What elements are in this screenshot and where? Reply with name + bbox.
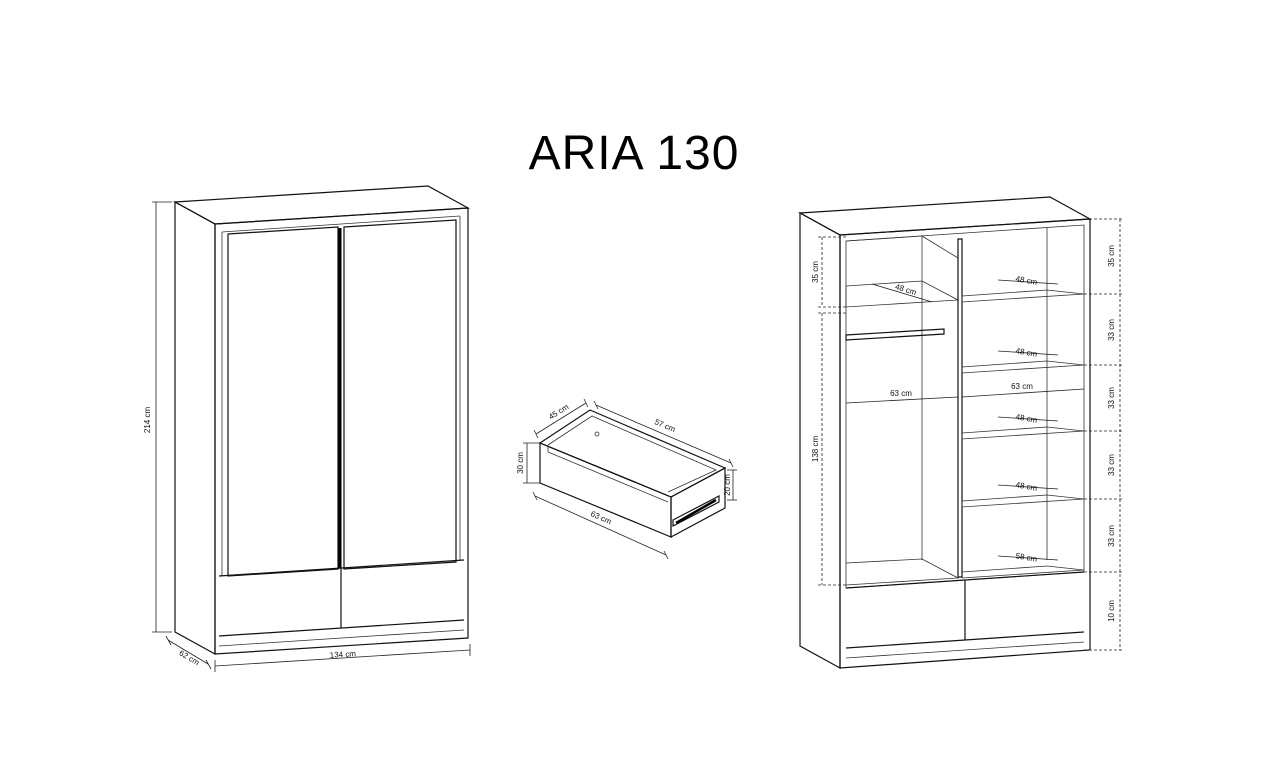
closed-height-label: 214 cm: [143, 407, 152, 434]
left-main-label: 138 cm: [811, 436, 820, 463]
side-face: [174, 200, 216, 656]
drawer-length-label: 57 cm: [653, 417, 677, 434]
right-width-label: 63 cm: [1011, 382, 1033, 391]
right-height-6: 10 cm: [1107, 600, 1116, 622]
drawer-diagram: 45 cm 57 cm 30 cm 20 cm 63 cm: [516, 398, 737, 560]
drawer-rim: [538, 409, 727, 498]
drawer-depth-label: 45 cm: [547, 402, 571, 421]
closed-width-label: 134 cm: [329, 649, 356, 660]
shelf-depth-3: 48 cm: [1015, 412, 1038, 425]
drawer-side: [670, 466, 726, 539]
right-shelf-1: [961, 289, 1085, 303]
product-title: ARIA 130: [528, 127, 740, 180]
right-shelf-3: [961, 426, 1085, 440]
front-face: [214, 207, 469, 655]
drawer-fixing-hole: [594, 431, 600, 437]
closed-wardrobe: 214 cm 62 cm 134 cm: [143, 185, 471, 672]
drawer-inner-height-label: 20 cm: [723, 474, 732, 496]
shelf-depth-2: 48 cm: [1015, 346, 1038, 359]
open-wardrobe: 35 cm 138 cm 48 cm 63 cm 63 cm 48 cm 48 …: [797, 196, 1124, 670]
right-height-4: 33 cm: [1107, 454, 1116, 476]
left-shelf: [845, 280, 960, 308]
right-door: [343, 219, 457, 570]
hanging-rail: [845, 328, 945, 341]
right-height-2: 33 cm: [1107, 319, 1116, 341]
shelf-depth-4: 48 cm: [1015, 480, 1038, 493]
drawer-runner: [672, 495, 720, 527]
shelf-depth-1: 48 cm: [1015, 274, 1038, 287]
center-divider: [957, 238, 963, 578]
right-height-1: 35 cm: [1107, 245, 1116, 267]
right-shelf-4: [961, 494, 1085, 508]
right-height-5: 33 cm: [1107, 525, 1116, 547]
left-shelf-label: 48 cm: [894, 282, 918, 297]
left-door: [227, 226, 339, 577]
left-top-label: 35 cm: [811, 261, 820, 283]
shelf-depth-5: 58 cm: [1015, 551, 1038, 564]
right-height-3: 33 cm: [1107, 387, 1116, 409]
right-shelf-2: [961, 360, 1085, 374]
drawer-height-label: 30 cm: [516, 452, 525, 474]
rail-width-label: 63 cm: [890, 389, 912, 398]
closed-depth-label: 62 cm: [178, 648, 202, 667]
